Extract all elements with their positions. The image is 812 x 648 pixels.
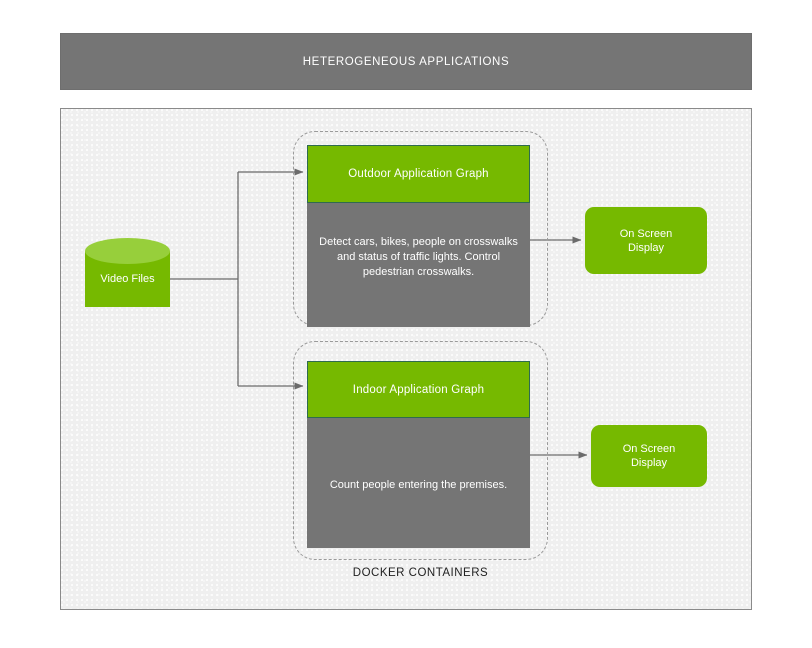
osd-outdoor-line1: On Screen	[619, 227, 673, 240]
osd-indoor-line1: On Screen	[622, 443, 676, 455]
on-screen-display-outdoor[interactable]: On Screen Display	[585, 207, 707, 274]
cylinder-bottom-icon	[85, 279, 170, 307]
header-band: HETEROGENEOUS APPLICATIONS	[60, 33, 752, 90]
outdoor-application-description: Detect cars, bikes, people on crosswalks…	[319, 236, 518, 278]
outdoor-application-header: Outdoor Application Graph	[307, 145, 530, 203]
header-title: HETEROGENEOUS APPLICATIONS	[302, 55, 510, 68]
indoor-application-body: Count people entering the premises.	[307, 418, 530, 548]
indoor-application-header: Indoor Application Graph	[307, 361, 530, 418]
on-screen-display-indoor[interactable]: On Screen Display	[591, 425, 707, 487]
indoor-application-description: Count people entering the premises.	[329, 479, 508, 491]
docker-containers-caption: DOCKER CONTAINERS	[352, 567, 489, 579]
outdoor-application-body: Detect cars, bikes, people on crosswalks…	[307, 203, 530, 327]
osd-outdoor-line2: Display	[627, 241, 665, 254]
osd-indoor-line2: Display	[630, 457, 668, 469]
outdoor-application-card[interactable]: Outdoor Application Graph Detect cars, b…	[307, 145, 530, 327]
video-files-node[interactable]: Video Files	[85, 238, 170, 320]
docker-container-indoor	[293, 341, 548, 560]
osd-indoor-label: On Screen Display	[623, 442, 676, 470]
cylinder-top-icon	[85, 238, 170, 264]
indoor-application-card[interactable]: Indoor Application Graph Count people en…	[307, 361, 530, 548]
osd-outdoor-label: On Screen Display	[620, 227, 673, 255]
video-files-label: Video Files	[100, 273, 155, 285]
